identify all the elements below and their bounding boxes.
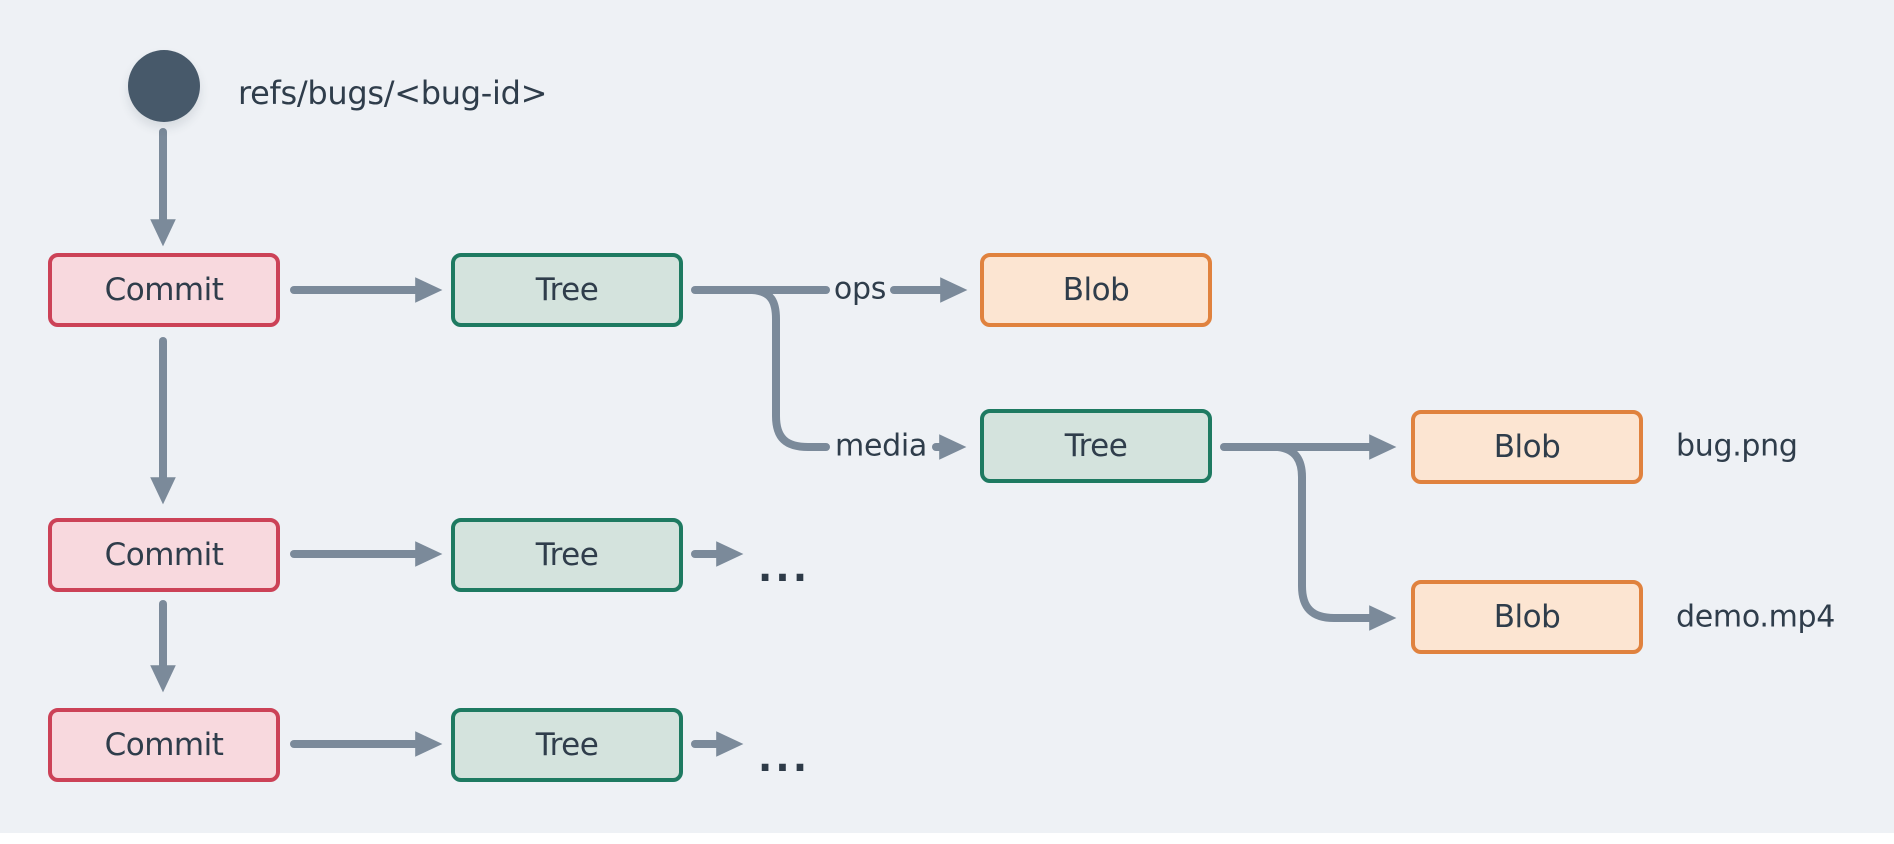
ref-label: refs/bugs/<bug-id> bbox=[238, 74, 548, 112]
blob-node-bug: Blob bbox=[1411, 410, 1643, 484]
blob-node-ops: Blob bbox=[980, 253, 1212, 327]
commit-node-3: Commit bbox=[48, 708, 280, 782]
bottom-white-strip bbox=[0, 833, 1894, 844]
blob-node-demo: Blob bbox=[1411, 580, 1643, 654]
edge-label-media: media bbox=[835, 428, 927, 464]
curve-tree1-to-media bbox=[748, 286, 830, 451]
ellipsis-row2: ... bbox=[757, 546, 811, 590]
tree-node-media: Tree bbox=[980, 409, 1212, 483]
curve-treemedia-to-blob-demo bbox=[1274, 443, 1397, 631]
edge-label-ops: ops bbox=[833, 271, 887, 307]
file-label-demo-mp4: demo.mp4 bbox=[1676, 599, 1836, 635]
tree-node-root2: Tree bbox=[451, 518, 683, 592]
ref-circle-icon bbox=[128, 50, 200, 122]
ellipsis-row3: ... bbox=[757, 736, 811, 780]
file-label-bug-png: bug.png bbox=[1676, 428, 1798, 464]
tree-node-root3: Tree bbox=[451, 708, 683, 782]
tree-node-root1: Tree bbox=[451, 253, 683, 327]
commit-node-1: Commit bbox=[48, 253, 280, 327]
commit-node-2: Commit bbox=[48, 518, 280, 592]
